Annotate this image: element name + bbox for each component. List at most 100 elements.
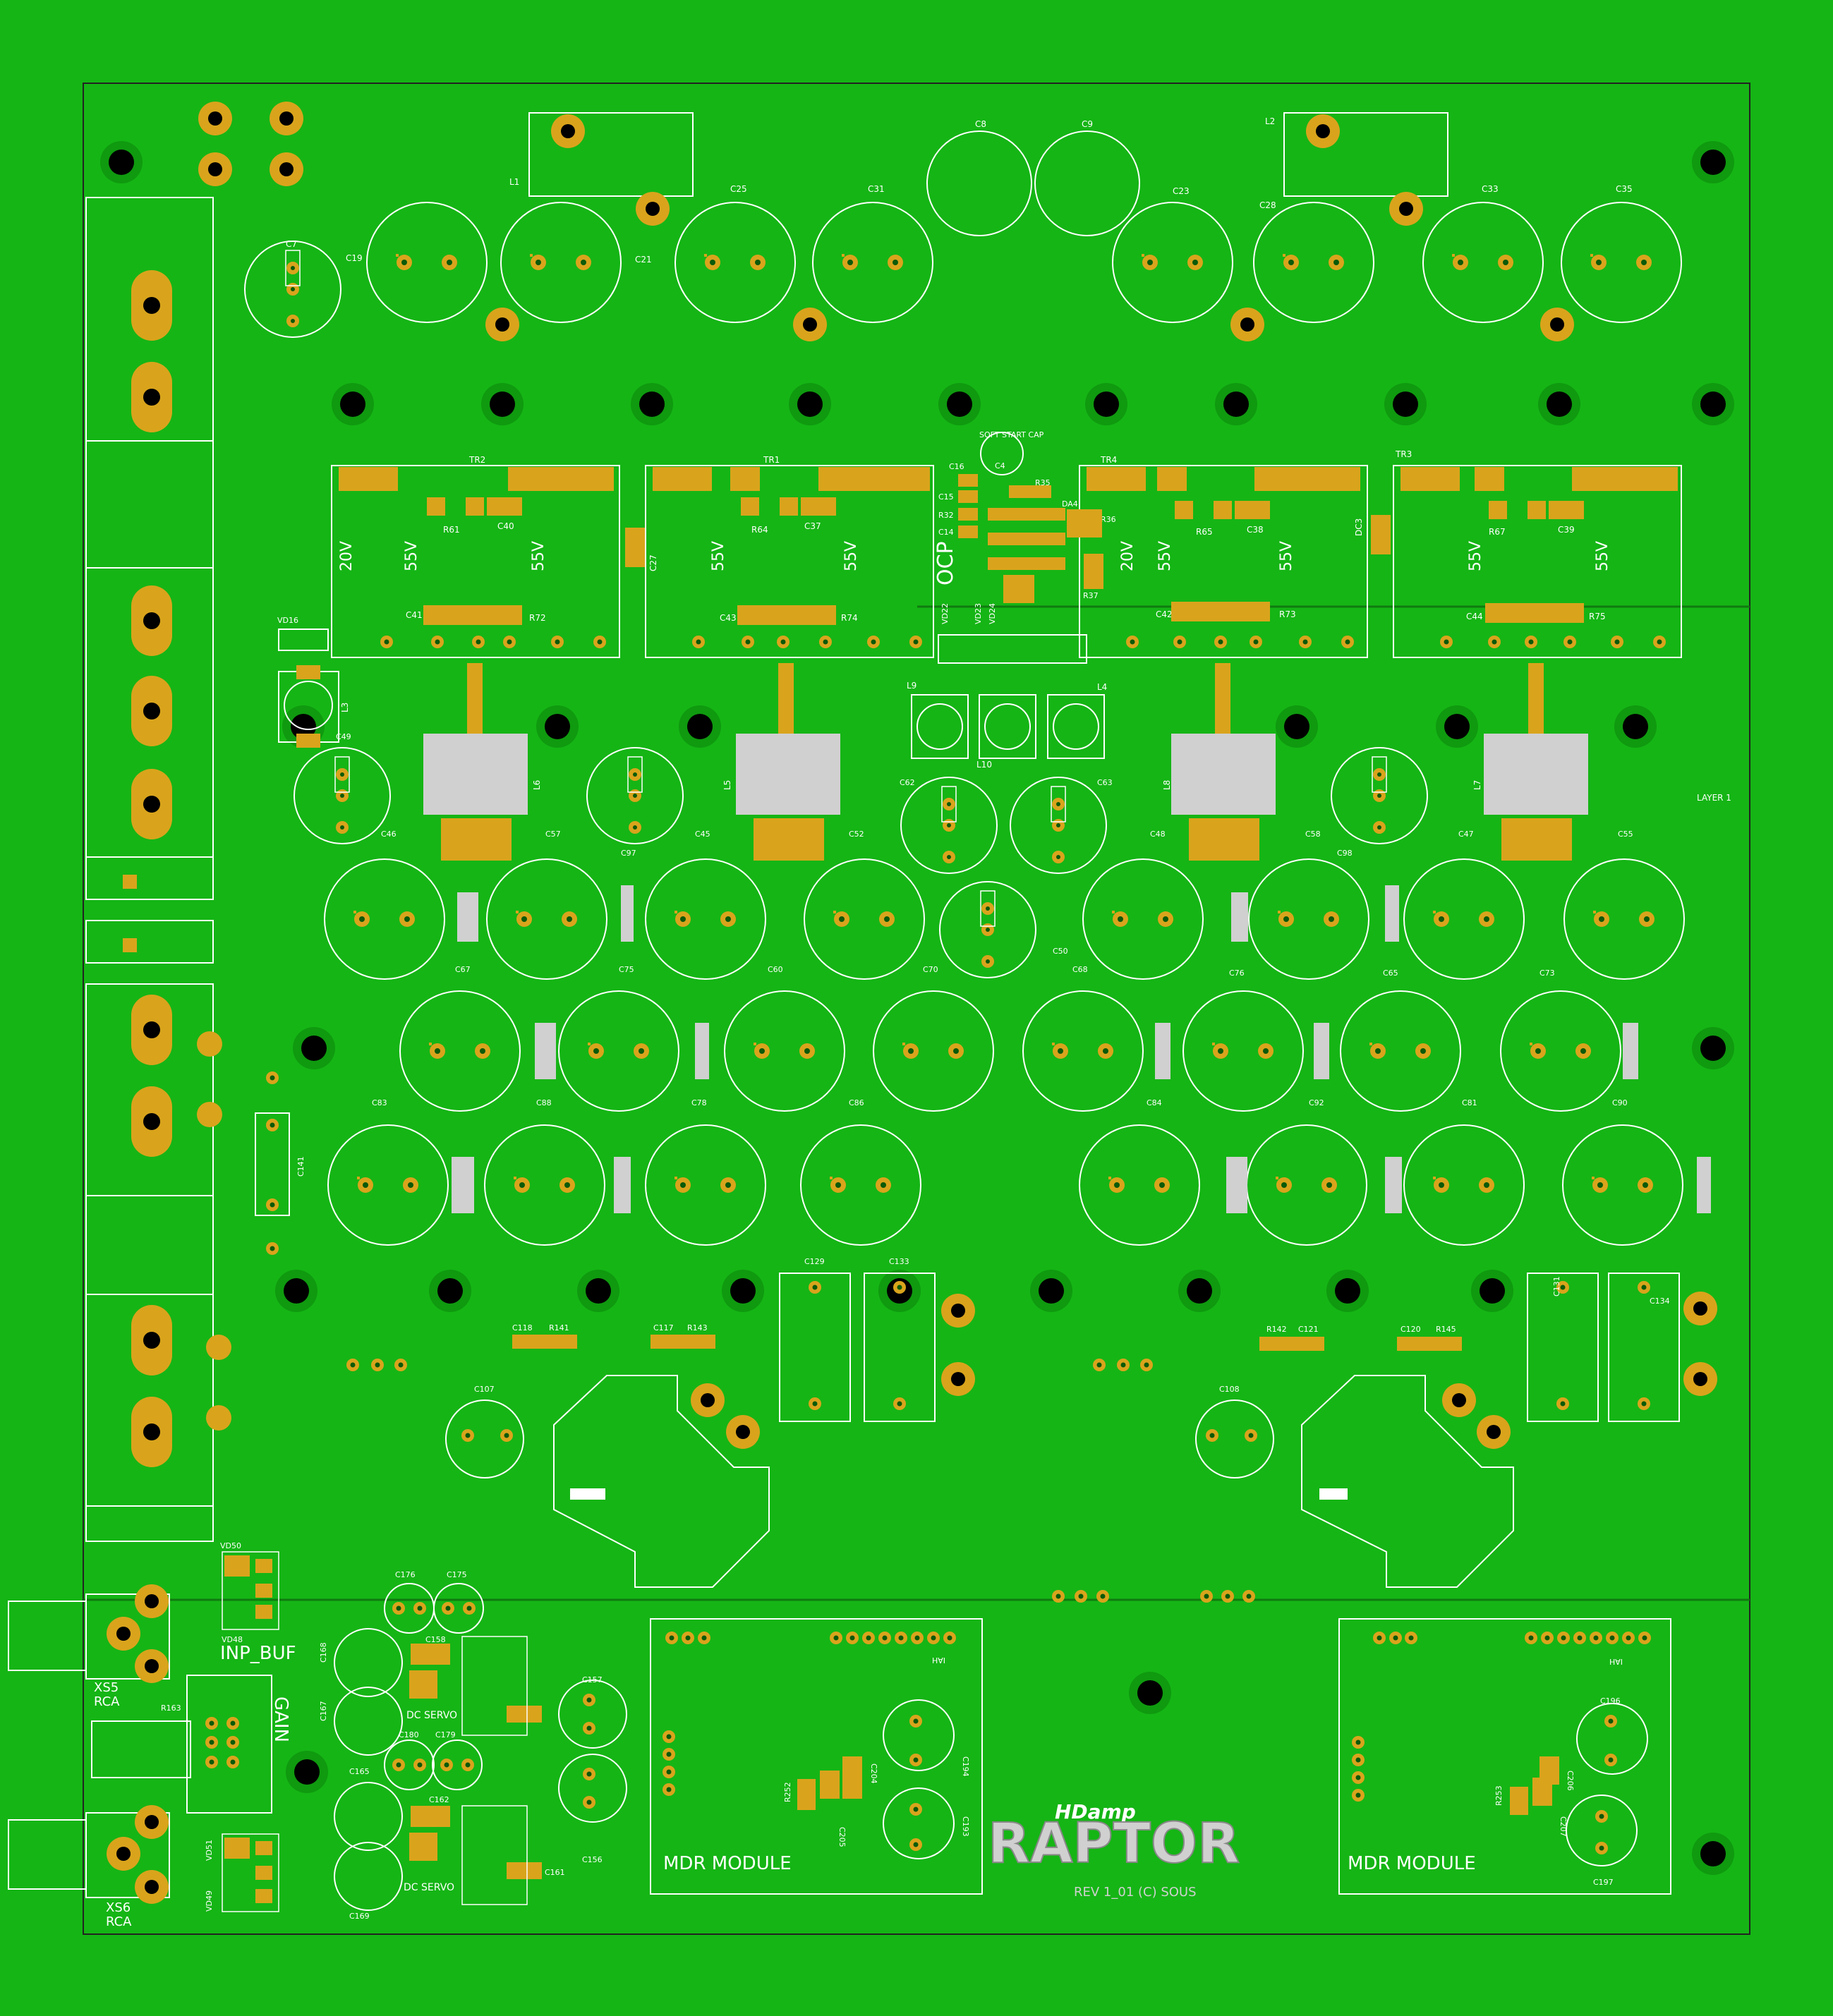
svg-text:C7: C7 xyxy=(286,239,297,249)
svg-text:C43: C43 xyxy=(720,613,737,623)
svg-text:VD50: VD50 xyxy=(220,1541,241,1550)
svg-text:RCA: RCA xyxy=(94,1694,120,1709)
dc-servo-area: C176 C175 C158 C157 C168 C167 C165 C169 … xyxy=(319,1570,627,1921)
svg-text:C206: C206 xyxy=(1566,1771,1575,1791)
svg-text:C65: C65 xyxy=(1383,968,1398,978)
svg-text:VD49: VD49 xyxy=(205,1890,214,1912)
svg-text:C83: C83 xyxy=(372,1098,387,1107)
svg-text:C49: C49 xyxy=(336,732,351,741)
svg-text:C121: C121 xyxy=(1298,1325,1319,1334)
left-connectors xyxy=(85,197,214,1542)
svg-text:20V: 20V xyxy=(1119,541,1137,571)
svg-text:C196: C196 xyxy=(1600,1696,1621,1706)
svg-text:R32: R32 xyxy=(938,511,954,520)
svg-text:C39: C39 xyxy=(1558,525,1575,535)
ocp-area: SOFT START CAP C4 C16 C15 R32 C14 R35 DA… xyxy=(933,430,1116,664)
svg-text:C98: C98 xyxy=(1337,849,1353,858)
svg-text:L2: L2 xyxy=(1265,116,1275,126)
lower-right-driver: R142 C121 C120 R145 C108 C131 C134 xyxy=(1093,1273,1717,1588)
tr3-block: TR3 55V 55V R67 C39 C44 R75 xyxy=(1393,449,1682,658)
raptor-logo: HDamp RAPTOR REV 1_01 (C) SOUS xyxy=(987,1800,1240,1900)
svg-text:SOFT START CAP: SOFT START CAP xyxy=(979,430,1044,439)
svg-text:C141: C141 xyxy=(296,1156,306,1177)
svg-text:C131: C131 xyxy=(1552,1276,1561,1297)
svg-text:C70: C70 xyxy=(923,965,938,974)
svg-text:L5: L5 xyxy=(722,780,732,790)
svg-text:C50: C50 xyxy=(1053,947,1068,956)
svg-text:55V: 55V xyxy=(1467,541,1484,571)
lower-left-driver: C118 R141 C117 R143 C107 C129 C133 xyxy=(346,1257,975,1588)
svg-text:C73: C73 xyxy=(1539,968,1555,978)
svg-text:C57: C57 xyxy=(545,830,561,839)
svg-text:VD22: VD22 xyxy=(940,603,950,624)
svg-text:C42: C42 xyxy=(1156,609,1173,619)
svg-text:C205: C205 xyxy=(837,1827,847,1847)
svg-text:VD16: VD16 xyxy=(277,616,298,625)
svg-text:C92: C92 xyxy=(1309,1098,1324,1107)
svg-text:55V: 55V xyxy=(710,541,727,571)
svg-text:C168: C168 xyxy=(319,1642,328,1663)
svg-text:C28: C28 xyxy=(1259,200,1276,210)
svg-text:R72: R72 xyxy=(529,613,546,623)
bulk-capacitor-row-1: C46 C57 C45 C52 C48 C58 C47 C55 xyxy=(324,830,1685,980)
svg-text:TR3: TR3 xyxy=(1395,449,1412,459)
svg-text:C21: C21 xyxy=(635,255,652,265)
svg-text:C23: C23 xyxy=(1173,186,1190,196)
svg-text:TR2: TR2 xyxy=(468,455,485,465)
svg-text:L6: L6 xyxy=(532,780,542,790)
svg-text:C194: C194 xyxy=(961,1756,970,1777)
svg-text:C68: C68 xyxy=(1072,965,1088,974)
svg-text:C97: C97 xyxy=(621,849,636,858)
svg-text:C180: C180 xyxy=(399,1730,419,1739)
svg-text:C107: C107 xyxy=(474,1385,495,1394)
svg-text:55V: 55V xyxy=(530,541,548,571)
svg-text:C16: C16 xyxy=(949,462,964,471)
tr-header-pads xyxy=(339,467,1678,625)
inductor-l3: L3 VD16 xyxy=(277,616,350,748)
svg-text:R61: R61 xyxy=(443,525,460,535)
svg-text:C78: C78 xyxy=(691,1098,707,1107)
mdr-module-left: MDR MODULE C194 C193 C204 C205 R252 IAH xyxy=(650,1618,983,1895)
tr1-block: TR1 55V 55V R64 C37 C43 R74 C27 xyxy=(645,455,934,658)
svg-text:55V: 55V xyxy=(1594,541,1611,571)
svg-text:C175: C175 xyxy=(447,1570,467,1579)
svg-text:C67: C67 xyxy=(455,965,471,974)
svg-text:C86: C86 xyxy=(849,1098,864,1107)
svg-text:C4: C4 xyxy=(995,461,1005,470)
svg-text:R143: R143 xyxy=(687,1323,708,1332)
svg-text:VD48: VD48 xyxy=(222,1635,243,1644)
svg-text:HDamp: HDamp xyxy=(1055,1800,1136,1823)
svg-text:R74: R74 xyxy=(841,613,858,623)
bulk-capacitor-row-2: C67 C75 C60 C70 C68 C76 C65 C73 xyxy=(399,965,1638,1112)
svg-text:C207: C207 xyxy=(1559,1816,1568,1837)
svg-text:L7: L7 xyxy=(1472,780,1482,790)
svg-text:R67: R67 xyxy=(1489,527,1506,537)
svg-text:55V: 55V xyxy=(842,541,860,571)
svg-text:OCP: OCP xyxy=(933,541,958,585)
svg-text:C76: C76 xyxy=(1229,968,1245,978)
svg-text:C44: C44 xyxy=(1466,612,1483,621)
svg-text:C117: C117 xyxy=(653,1323,674,1332)
svg-text:DC3: DC3 xyxy=(1354,518,1364,536)
svg-text:C90: C90 xyxy=(1612,1098,1628,1107)
svg-text:VD51: VD51 xyxy=(205,1840,214,1861)
svg-text:C75: C75 xyxy=(619,965,634,974)
svg-text:RAPTOR: RAPTOR xyxy=(988,1812,1240,1876)
svg-text:C88: C88 xyxy=(536,1098,552,1107)
svg-text:C55: C55 xyxy=(1618,830,1633,839)
svg-text:VD23: VD23 xyxy=(974,603,983,624)
svg-text:L9: L9 xyxy=(907,681,916,691)
svg-text:R65: R65 xyxy=(1196,527,1213,537)
svg-text:20V: 20V xyxy=(338,541,356,571)
svg-text:DA4: DA4 xyxy=(1062,499,1078,509)
svg-text:R73: R73 xyxy=(1279,609,1296,619)
svg-text:C48: C48 xyxy=(1150,830,1166,839)
svg-text:C33: C33 xyxy=(1482,184,1499,194)
svg-text:L8: L8 xyxy=(1162,780,1172,790)
svg-text:55V: 55V xyxy=(1278,541,1295,571)
svg-text:C47: C47 xyxy=(1458,830,1474,839)
svg-text:C169: C169 xyxy=(349,1912,370,1921)
svg-text:C158: C158 xyxy=(425,1635,446,1644)
svg-text:C197: C197 xyxy=(1593,1878,1614,1887)
